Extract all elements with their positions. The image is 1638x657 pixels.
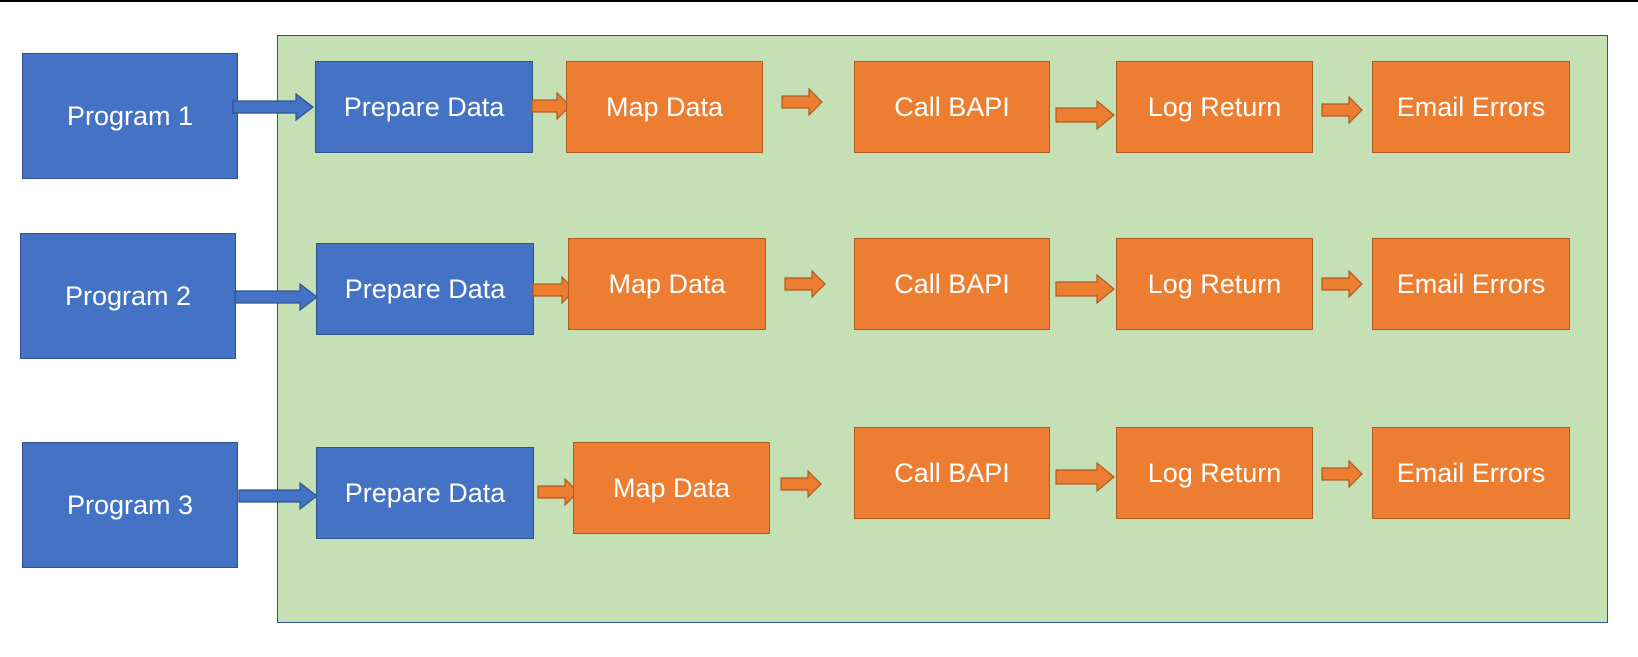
arrow-icon bbox=[1055, 273, 1115, 305]
arrow-icon bbox=[1321, 269, 1363, 299]
log-return-box-2: Log Return bbox=[1116, 238, 1313, 330]
map-data-box-3: Map Data bbox=[573, 442, 770, 534]
prepare-data-label-2: Prepare Data bbox=[344, 273, 506, 304]
program-1-label: Program 1 bbox=[66, 100, 194, 131]
map-data-box-1: Map Data bbox=[566, 61, 763, 153]
map-data-label-2: Map Data bbox=[608, 268, 726, 299]
call-bapi-label-3: Call BAPI bbox=[894, 457, 1010, 488]
email-errors-box-3: Email Errors bbox=[1372, 427, 1570, 519]
log-return-label-1: Log Return bbox=[1147, 91, 1282, 122]
arrow-icon bbox=[1055, 461, 1115, 493]
map-data-box-2: Map Data bbox=[568, 238, 766, 330]
email-errors-label-2: Email Errors bbox=[1396, 268, 1546, 299]
prepare-data-box-1: Prepare Data bbox=[315, 61, 533, 153]
prepare-data-label-1: Prepare Data bbox=[343, 91, 505, 122]
arrow-icon bbox=[780, 469, 822, 499]
prepare-data-box-3: Prepare Data bbox=[316, 447, 534, 539]
program-3-label: Program 3 bbox=[66, 489, 194, 520]
call-bapi-label-1: Call BAPI bbox=[894, 91, 1010, 122]
map-data-label-1: Map Data bbox=[605, 91, 724, 122]
program-2-label: Program 2 bbox=[64, 280, 192, 311]
email-errors-label-3: Email Errors bbox=[1396, 457, 1546, 488]
log-return-box-3: Log Return bbox=[1116, 427, 1313, 519]
arrow-icon bbox=[784, 269, 826, 299]
call-bapi-label-2: Call BAPI bbox=[894, 268, 1010, 299]
log-return-label-3: Log Return bbox=[1147, 457, 1282, 488]
call-bapi-box-3: Call BAPI bbox=[854, 427, 1050, 519]
call-bapi-box-2: Call BAPI bbox=[854, 238, 1050, 330]
arrow-icon bbox=[1321, 459, 1363, 489]
email-errors-label-1: Email Errors bbox=[1396, 91, 1546, 122]
log-return-label-2: Log Return bbox=[1147, 268, 1282, 299]
program-3-box: Program 3 bbox=[22, 442, 238, 568]
arrow-icon bbox=[238, 481, 318, 511]
program-1-box: Program 1 bbox=[22, 53, 238, 179]
email-errors-box-2: Email Errors bbox=[1372, 238, 1570, 330]
arrow-icon bbox=[232, 92, 314, 122]
arrow-icon bbox=[1055, 99, 1115, 131]
log-return-box-1: Log Return bbox=[1116, 61, 1313, 153]
arrow-icon bbox=[234, 282, 318, 312]
program-2-box: Program 2 bbox=[20, 233, 236, 359]
arrow-icon bbox=[781, 87, 823, 117]
call-bapi-box-1: Call BAPI bbox=[854, 61, 1050, 153]
map-data-label-3: Map Data bbox=[612, 472, 731, 503]
email-errors-box-1: Email Errors bbox=[1372, 61, 1570, 153]
top-rule bbox=[0, 0, 1638, 2]
arrow-icon bbox=[537, 477, 579, 507]
arrow-icon bbox=[531, 91, 571, 121]
arrow-icon bbox=[1321, 95, 1363, 125]
prepare-data-box-2: Prepare Data bbox=[316, 243, 534, 335]
prepare-data-label-3: Prepare Data bbox=[344, 477, 506, 508]
